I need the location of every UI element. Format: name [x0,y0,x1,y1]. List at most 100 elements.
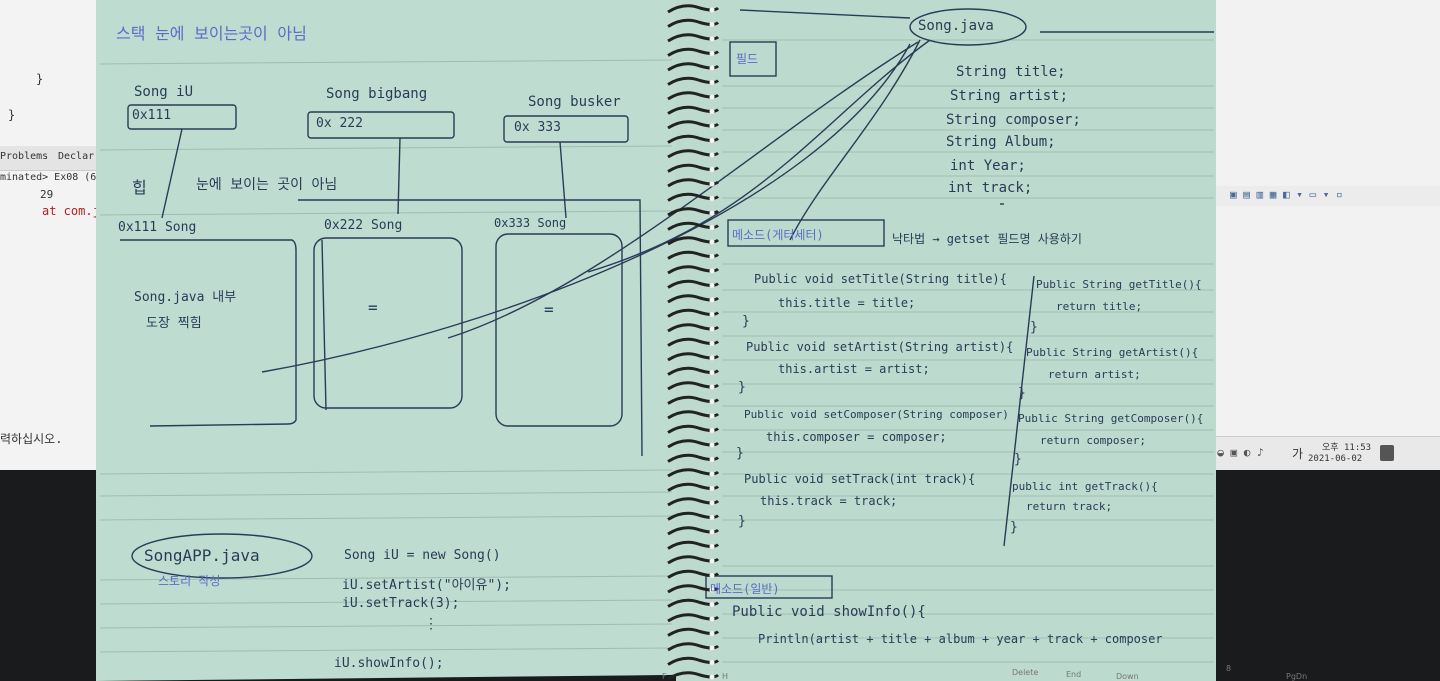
spiral-hole [709,384,715,390]
field-declaration: int track; [948,180,1033,196]
spiral-coil [667,323,720,333]
closing-brace: } [1018,386,1026,401]
heap-object-2-equals: = [368,298,378,317]
spiral-hole [709,573,715,578]
spiral-hole [709,529,715,535]
spiral-coil [667,105,720,115]
spiral-coil [667,366,720,376]
console-status: minated> Ex08 (6) [Ja [0,172,127,183]
tab-declaration[interactable]: Declar [58,151,95,162]
spiral-coil [667,134,720,144]
taskbar: ◎ ◒ ▣ ◐ ♪ 가 오후 11:53 2021-06-02 [1200,436,1440,471]
heap-object-3-equals: = [544,300,554,319]
stack-heading: 스택 눈에 보이는곳이 아님 [116,24,307,43]
keyboard-key: H [722,672,729,681]
spiral-coil [667,337,720,347]
app-code-line: Song iU = new Song() [344,548,501,563]
spiral-coil [667,33,720,43]
spiral-hole [709,167,715,172]
getter-body: return title; [1056,300,1143,313]
spiral-hole [709,341,715,346]
stack-var-bigbang-label: Song bigbang [326,86,428,102]
toolbar-icons[interactable]: ▣ ▤ ▥ ▦ ◧ ▾ ▭ ▾ ▫ [1230,188,1343,201]
spiral-hole [709,138,715,143]
field-declaration: String composer; [946,112,1081,128]
spiral-hole [709,152,715,158]
setter-body: this.composer = composer; [766,430,947,444]
spiral-coil [667,352,720,362]
spiral-hole [709,268,715,274]
spiral-coil [667,279,720,289]
heap-object-1-note: Song.java 내부 [134,290,237,305]
app-file-title: SongAPP.java [144,546,260,565]
field-declaration: int Year; [950,158,1026,174]
app-code-line: iU.showInfo(); [334,656,444,671]
closing-brace: } [1010,520,1018,535]
line-number: 29 [40,188,54,201]
getter-body: return artist; [1048,368,1141,381]
stack-trace-line: at com.ja [42,204,108,218]
spiral-hole [709,181,715,187]
method-section-tag: 메소드(게터세터) [732,228,824,242]
spiral-coil [667,497,720,507]
spiral-hole [709,80,715,85]
showinfo-signature: Public void showInfo(){ [732,604,926,620]
spiral-hole [709,123,715,129]
heap-object-1-label: 0x111 Song [118,220,197,235]
spiral-coil [667,569,720,579]
getter-signature: public int getTrack(){ [1012,480,1158,493]
spiral-hole [709,355,715,361]
stack-var-iu-address: 0x111 [132,108,172,123]
ime-indicator[interactable]: 가 [1292,447,1304,461]
spiral-coil [667,192,720,202]
heap-object-2-label: 0x222 Song [324,218,403,233]
spiral-hole [709,254,715,259]
spiral-hole [709,558,715,564]
spiral-coil [667,265,720,275]
spiral-coil [667,526,720,536]
stack-var-busker-address: 0x 333 [514,120,561,135]
spiral-hole [709,297,715,303]
spiral-hole [709,515,715,520]
getter-signature: Public String getTitle(){ [1036,278,1202,291]
setter-body: this.track = track; [760,494,898,508]
notification-icon[interactable] [1380,445,1394,461]
closing-brace: } [742,314,750,329]
spiral-hole [709,471,715,477]
keyboard-key: 8 [1226,664,1232,673]
field-declaration: String Album; [946,134,1056,150]
monitor-screen-right: ▣ ▤ ▥ ▦ ◧ ▾ ▭ ▾ ▫ ◎ ◒ ▣ ◐ ♪ 가 오후 11:53 2… [1200,0,1440,471]
spiral-hole [709,500,715,506]
setter-signature: Public void setArtist(String artist){ [746,340,1014,354]
getter-body: return track; [1026,500,1113,513]
code-brace: } [36,72,44,86]
spiral-coil [667,468,720,478]
tray-icons[interactable]: ◎ ◒ ▣ ◐ ♪ [1204,446,1264,459]
keyboard-key: PgDn [1286,672,1308,681]
spiral-hole [709,51,715,56]
spiral-coil [667,76,720,86]
spiral-coil [667,642,720,652]
method-naming-note: 낙타법 → getset 필드명 사용하기 [892,232,1082,246]
spiral-hole [709,428,715,433]
stack-var-busker-label: Song busker [528,94,621,110]
clock-time: 오후 11:53 [1322,443,1372,453]
spiral-coil [667,598,720,608]
getter-body: return composer; [1040,434,1146,447]
stack-var-iu-label: Song iU [134,84,194,100]
spiral-coil [667,511,720,521]
spiral-hole [709,109,715,114]
spiral-coil [667,424,720,434]
spiral-coil [667,395,720,405]
spiral-hole [709,602,715,607]
spiral-coil [667,381,720,391]
closing-brace: } [1014,452,1022,467]
spiral-hole [709,22,715,27]
tab-problems[interactable]: Problems [0,151,49,162]
spiral-hole [709,544,715,549]
spiral-coil [667,4,720,14]
app-code-ellipsis: ⋮ [424,616,438,632]
field-declaration: String artist; [950,88,1069,104]
spiral-coil [667,627,720,637]
setter-signature: Public void setTrack(int track){ [744,472,976,486]
